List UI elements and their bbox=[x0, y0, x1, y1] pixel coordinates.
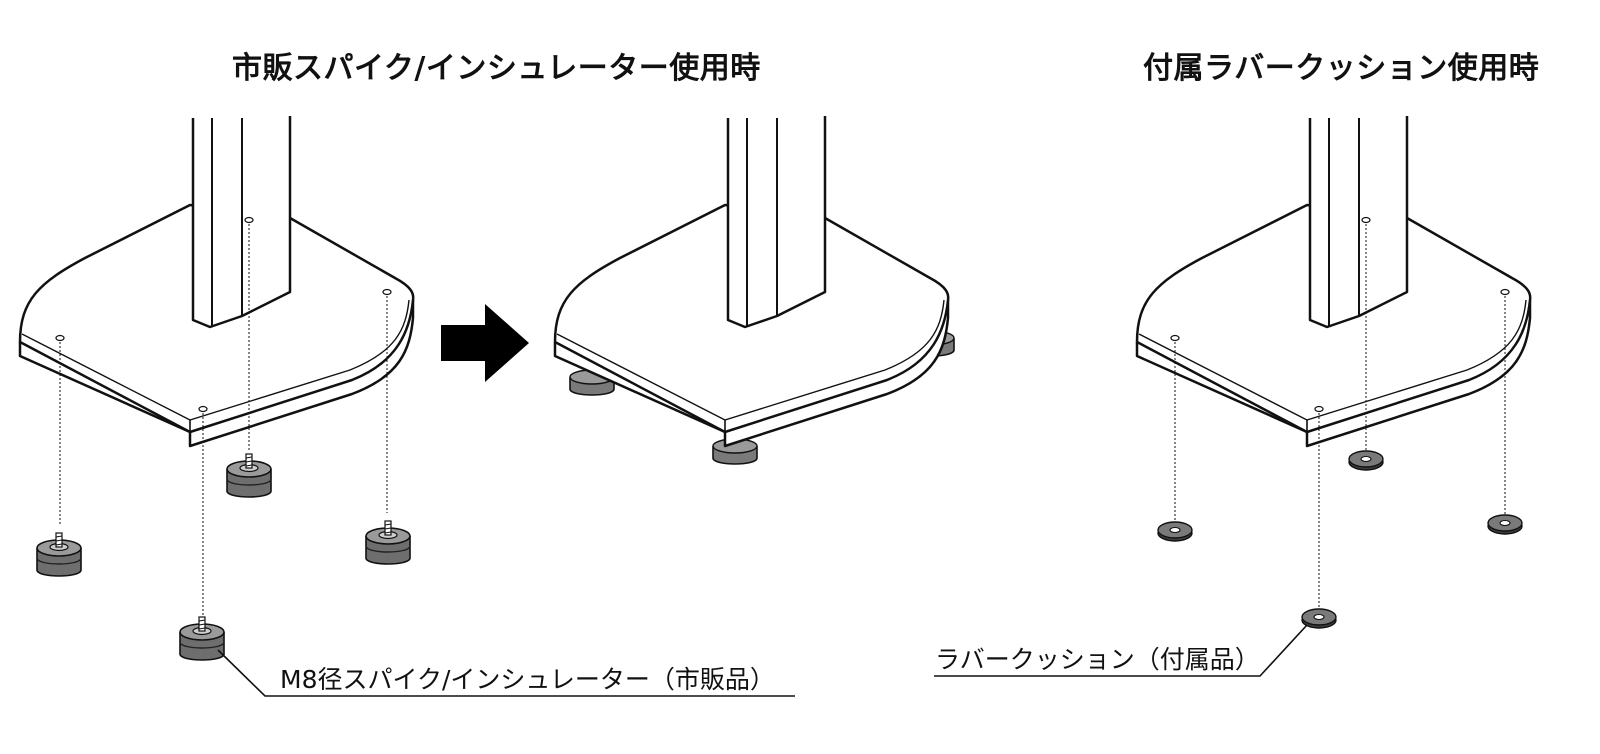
pillar bbox=[726, 114, 827, 329]
spike bbox=[226, 453, 272, 498]
spike-leader-line bbox=[217, 649, 795, 697]
pillar bbox=[191, 114, 292, 329]
spike bbox=[179, 616, 225, 661]
cushion-label: ラバークッション（付属品） bbox=[935, 645, 1260, 674]
rubber-cushion bbox=[1157, 521, 1193, 542]
stand-with-spikes-exploded bbox=[18, 114, 795, 697]
guide-lines bbox=[59, 224, 388, 615]
stand-with-spikes-assembled bbox=[553, 114, 955, 465]
guide-lines bbox=[1174, 224, 1506, 612]
spike bbox=[365, 520, 411, 565]
rubber-cushion bbox=[1348, 450, 1384, 471]
stand-with-cushions-exploded bbox=[934, 114, 1532, 677]
screw-holes bbox=[55, 216, 392, 413]
pillar bbox=[1308, 114, 1409, 329]
spike-label: M8径スパイク/インシュレーター（市販品） bbox=[280, 665, 775, 694]
screw-holes bbox=[1170, 216, 1510, 413]
title-spike-usage: 市販スパイク/インシュレーター使用時 bbox=[232, 51, 761, 86]
right-arrow-icon bbox=[441, 304, 529, 382]
rubber-cushion bbox=[1487, 514, 1523, 535]
title-cushion-usage: 付属ラバークッション使用時 bbox=[1143, 51, 1540, 86]
cushion-leader-line bbox=[934, 624, 1308, 677]
spike bbox=[36, 532, 82, 577]
